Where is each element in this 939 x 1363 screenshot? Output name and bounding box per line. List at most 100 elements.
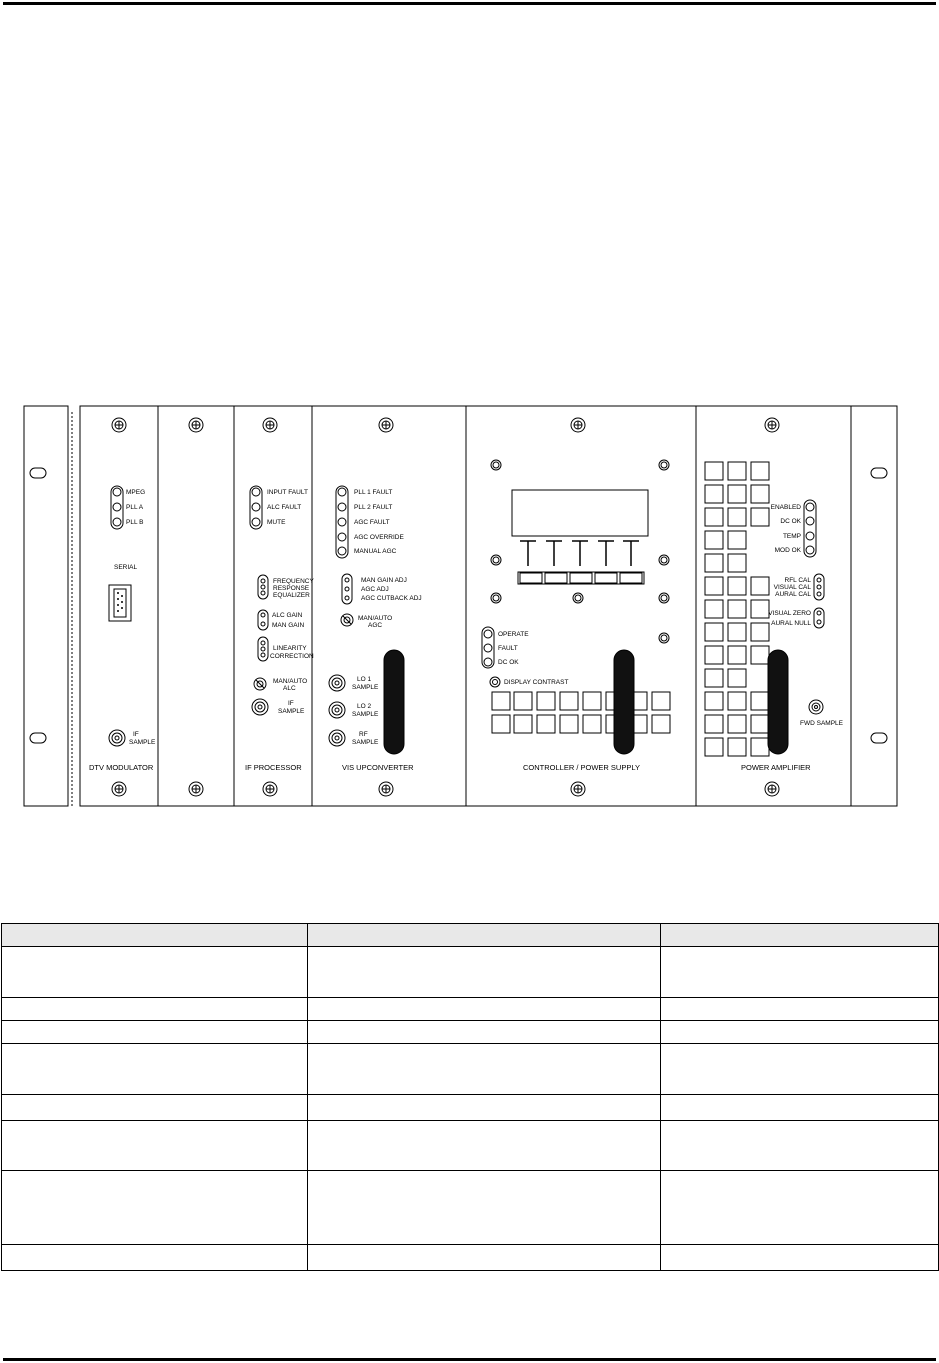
screw-icon bbox=[111, 781, 127, 797]
lcd-display bbox=[511, 489, 649, 537]
mount-nut-icon bbox=[490, 554, 502, 566]
table-cell bbox=[660, 1120, 939, 1171]
module-title: IF PROCESSOR bbox=[245, 763, 302, 772]
led-icon bbox=[251, 502, 261, 512]
toggle-switch-icon bbox=[253, 677, 267, 691]
mount-nut-icon bbox=[658, 459, 670, 471]
mount-nut-icon bbox=[658, 554, 670, 566]
module-title: VIS UPCONVERTER bbox=[342, 763, 414, 772]
module-title: POWER AMPLIFIER bbox=[741, 763, 811, 772]
led-icon bbox=[337, 532, 347, 542]
led-icon bbox=[483, 657, 493, 667]
led-icon bbox=[805, 545, 815, 555]
soft-key-icon bbox=[520, 540, 639, 566]
led-label: DC OK bbox=[498, 659, 519, 666]
if-processor-module: INPUT FAULT ALC FAULT MUTE FREQUENCY RES… bbox=[233, 405, 314, 807]
soft-key-button bbox=[594, 572, 618, 584]
table-cell bbox=[660, 1170, 939, 1245]
table-cell bbox=[307, 1043, 661, 1095]
blank-table bbox=[1, 923, 939, 1271]
table-row bbox=[1, 1094, 939, 1121]
control-label: VISUAL ZERO bbox=[768, 610, 811, 617]
bnc-connector-icon bbox=[108, 729, 126, 747]
bnc-connector-icon bbox=[328, 701, 346, 719]
table-row bbox=[1, 1043, 939, 1095]
screw-icon bbox=[378, 781, 394, 797]
table-cell bbox=[307, 1170, 661, 1245]
screw-icon bbox=[262, 781, 278, 797]
control-label: MAN GAIN bbox=[272, 622, 304, 629]
led-label: AGC FAULT bbox=[354, 519, 390, 526]
screw-icon bbox=[764, 417, 780, 433]
led-label: PLL A bbox=[126, 504, 144, 511]
bnc-connector-icon bbox=[328, 729, 346, 747]
table-cell bbox=[1, 997, 308, 1021]
led-label: ALC FAULT bbox=[267, 504, 301, 511]
adjust-pot-icon bbox=[816, 577, 822, 583]
led-icon bbox=[805, 502, 815, 512]
led-icon bbox=[251, 517, 261, 527]
led-icon bbox=[337, 502, 347, 512]
bnc-connector-icon bbox=[251, 698, 269, 716]
sample-label: SAMPLE bbox=[352, 684, 379, 691]
adjust-pot-icon bbox=[344, 577, 350, 583]
table-cell bbox=[660, 1094, 939, 1121]
control-label: FREQUENCY bbox=[273, 578, 314, 585]
vent-grille bbox=[491, 691, 671, 734]
handle-icon bbox=[383, 649, 405, 755]
led-icon bbox=[483, 643, 493, 653]
table-row bbox=[1, 946, 939, 998]
table-cell bbox=[660, 1020, 939, 1044]
sample-label: SAMPLE bbox=[278, 708, 305, 715]
adjust-pot-icon bbox=[260, 640, 266, 646]
led-label: MANUAL AGC bbox=[354, 548, 397, 555]
serial-label: SERIAL bbox=[114, 564, 138, 571]
control-label: AGC CUTBACK ADJ bbox=[361, 595, 422, 602]
control-label: LINEARITY bbox=[273, 645, 307, 652]
led-label: PLL 2 FAULT bbox=[354, 504, 392, 511]
control-label: DISPLAY CONTRAST bbox=[504, 679, 568, 686]
led-label: MOD OK bbox=[775, 547, 802, 554]
led-label: MUTE bbox=[267, 519, 286, 526]
right-ear-slot-bottom bbox=[870, 732, 888, 744]
dtv-modulator-module: MPEG PLL A PLL B SERIAL IF SAMPLE DTV MO… bbox=[79, 405, 159, 807]
adjust-pot-icon bbox=[260, 578, 266, 584]
control-label: AURAL CAL bbox=[775, 591, 811, 598]
screw-icon bbox=[378, 417, 394, 433]
sample-label: LO 2 bbox=[357, 703, 371, 710]
control-label: AURAL NULL bbox=[771, 620, 811, 627]
table-cell bbox=[660, 923, 939, 947]
mount-nut-icon bbox=[490, 459, 502, 471]
blank-module bbox=[157, 405, 235, 807]
table-row bbox=[1, 1244, 939, 1271]
bottom-rule bbox=[3, 1358, 936, 1361]
screw-icon bbox=[570, 781, 586, 797]
vis-upconverter-module: PLL 1 FAULT PLL 2 FAULT AGC FAULT AGC OV… bbox=[311, 405, 467, 807]
control-label: CORRECTION bbox=[270, 653, 314, 660]
left-ear-slot-bottom bbox=[29, 732, 47, 744]
led-icon bbox=[112, 487, 122, 497]
bnc-connector-icon bbox=[808, 699, 824, 715]
led-icon bbox=[805, 531, 815, 541]
table-cell bbox=[1, 1244, 308, 1271]
control-label: MAN/AUTO bbox=[358, 615, 392, 622]
table-cell bbox=[1, 1094, 308, 1121]
table-cell bbox=[660, 1244, 939, 1271]
table-cell bbox=[1, 946, 308, 998]
mount-nut-icon bbox=[490, 592, 502, 604]
control-label: ALC bbox=[283, 685, 296, 692]
transmitter-front-panel-diagram: MPEG PLL A PLL B SERIAL IF SAMPLE DTV MO… bbox=[23, 405, 898, 807]
led-label: OPERATE bbox=[498, 631, 529, 638]
led-label: PLL B bbox=[126, 519, 143, 526]
table-cell bbox=[1, 923, 308, 947]
table-cell bbox=[307, 1020, 661, 1044]
controller-power-supply-module: OPERATE FAULT DC OK DISPLAY CONTRAST CON… bbox=[465, 405, 697, 807]
led-label: PLL 1 FAULT bbox=[354, 489, 392, 496]
adjust-pot-icon bbox=[816, 610, 822, 616]
bnc-connector-icon bbox=[328, 674, 346, 692]
led-label: DC OK bbox=[780, 518, 801, 525]
table-header-row bbox=[1, 923, 939, 947]
screw-icon bbox=[188, 781, 204, 797]
table-row bbox=[1, 1170, 939, 1245]
table-cell bbox=[660, 997, 939, 1021]
